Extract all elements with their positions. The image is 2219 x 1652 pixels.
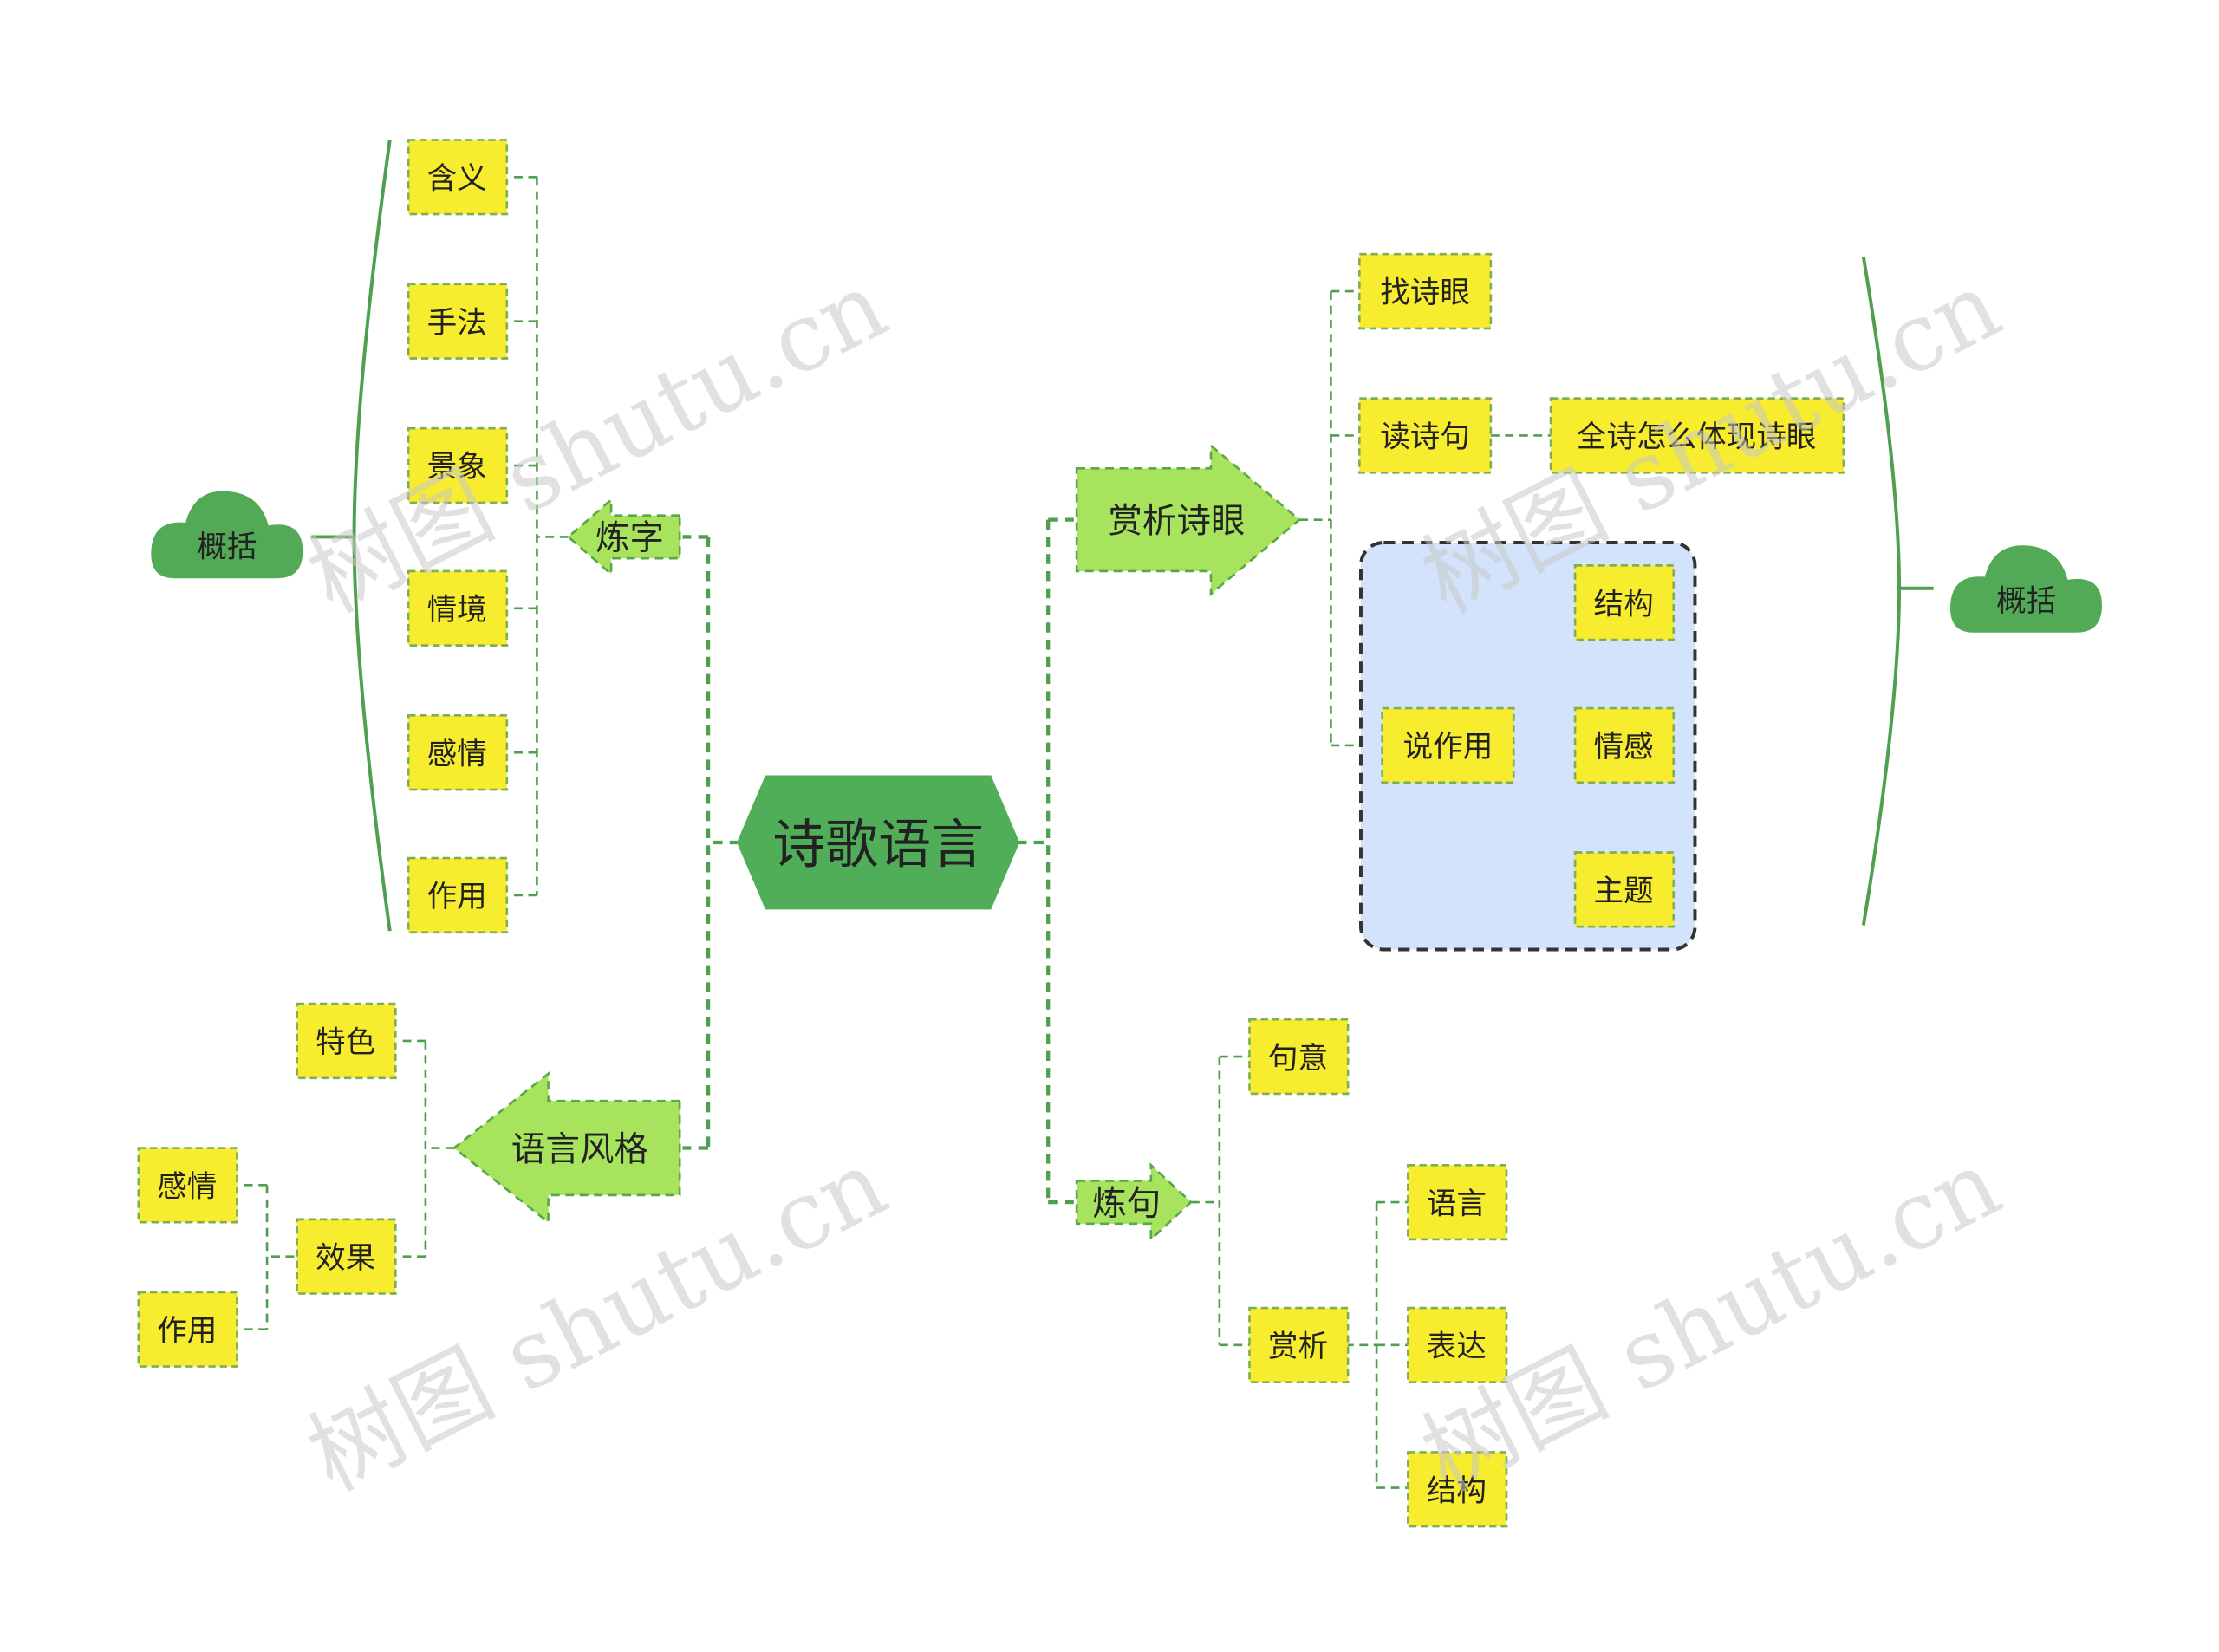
root-node[interactable]: 诗歌语言 — [737, 775, 1020, 910]
root-label: 诗歌语言 — [772, 814, 984, 875]
svg-text:含义: 含义 — [427, 161, 487, 196]
summary-brace-left — [311, 140, 392, 932]
branch-yuyanfengge-label: 语言风格 — [511, 1129, 648, 1169]
leaf-biaoda[interactable]: 表达 — [1407, 1306, 1508, 1384]
summary-cloud-right[interactable]: 概括 — [1950, 545, 2102, 633]
svg-text:作用: 作用 — [427, 880, 487, 914]
svg-text:效果: 效果 — [316, 1241, 375, 1276]
svg-text:概括: 概括 — [1996, 584, 2056, 619]
svg-text:全诗怎么体现诗眼: 全诗怎么体现诗眼 — [1577, 420, 1817, 455]
svg-text:主题: 主题 — [1594, 875, 1654, 909]
branch-lianju-label: 炼句 — [1092, 1184, 1161, 1224]
leaf-ganqing[interactable]: 感情 — [407, 714, 509, 791]
leaf-juyi[interactable]: 句意 — [1248, 1018, 1350, 1096]
leaf-zhaoshiyan[interactable]: 找诗眼 — [1358, 252, 1493, 330]
leaf-yuyan[interactable]: 语言 — [1407, 1163, 1508, 1241]
leaf-qingjing[interactable]: 情境 — [407, 569, 509, 647]
svg-text:情感: 情感 — [1594, 730, 1654, 764]
svg-text:作用: 作用 — [157, 1314, 217, 1349]
leaf-qinggan[interactable]: 情感 — [1573, 706, 1676, 784]
svg-text:找诗眼: 找诗眼 — [1380, 276, 1470, 310]
svg-text:结构: 结构 — [1427, 1473, 1487, 1508]
leaf-hanyi[interactable]: 含义 — [407, 139, 509, 216]
leaf-tese[interactable]: 特色 — [296, 1002, 397, 1080]
cloud-icon — [151, 491, 303, 579]
svg-text:语言: 语言 — [1427, 1187, 1487, 1221]
branch-yuyanfengge[interactable]: 语言风格 — [452, 1071, 681, 1225]
watermarks: 树图 shutu.cn 树图 shutu.cn 树图 shutu.cn 树图 s… — [291, 250, 2016, 1512]
leaf-zhuti[interactable]: 主题 — [1573, 851, 1676, 928]
svg-text:情境: 情境 — [427, 593, 487, 628]
svg-text:赏析: 赏析 — [1268, 1330, 1328, 1364]
highlight-region — [1358, 541, 1697, 952]
leaf-jiegou-2[interactable]: 结构 — [1407, 1451, 1508, 1528]
summary-cloud-left[interactable]: 概括 — [151, 491, 303, 579]
branch-shangxishiyan[interactable]: 赏析诗眼 — [1075, 443, 1302, 597]
leaf-dushiju[interactable]: 读诗句 — [1358, 397, 1493, 474]
leaf-jiegou[interactable]: 结构 — [1573, 564, 1676, 641]
leaf-shuozuoyong[interactable]: 说作用 — [1381, 706, 1515, 784]
branch-lianju[interactable]: 炼句 — [1075, 1162, 1193, 1242]
svg-text:概括: 概括 — [197, 530, 257, 564]
svg-text:树图 shutu.cn: 树图 shutu.cn — [1405, 250, 2016, 634]
svg-text:景象: 景象 — [427, 450, 487, 485]
svg-text:结构: 结构 — [1594, 587, 1654, 621]
svg-text:读诗句: 读诗句 — [1380, 420, 1470, 455]
connectors — [238, 175, 1576, 1489]
leaf-xiaoguo-zuoyong[interactable]: 作用 — [137, 1291, 238, 1368]
svg-text:树图 shutu.cn: 树图 shutu.cn — [291, 250, 902, 634]
leaf-xiaoguo-ganqing[interactable]: 感情 — [137, 1147, 238, 1224]
svg-text:句意: 句意 — [1268, 1041, 1328, 1076]
cloud-icon — [1950, 545, 2102, 633]
leaf-shoufa[interactable]: 手法 — [407, 283, 509, 360]
leaf-xiaoguo[interactable]: 效果 — [296, 1218, 397, 1295]
leaf-shangxi[interactable]: 赏析 — [1248, 1306, 1350, 1384]
svg-text:感情: 感情 — [157, 1170, 217, 1205]
svg-text:手法: 手法 — [427, 306, 487, 341]
leaf-zuoyong[interactable]: 作用 — [407, 856, 509, 934]
svg-text:表达: 表达 — [1427, 1330, 1487, 1364]
leaf-jingxiang[interactable]: 景象 — [407, 426, 509, 504]
svg-text:说作用: 说作用 — [1403, 730, 1493, 764]
branch-lianzi[interactable]: 炼字 — [566, 497, 681, 577]
branch-lianzi-label: 炼字 — [595, 518, 664, 558]
branch-shangxishiyan-label: 赏析诗眼 — [1108, 501, 1245, 541]
svg-text:感情: 感情 — [427, 737, 487, 771]
summary-brace-right — [1861, 257, 1934, 926]
leaf-quanshi[interactable]: 全诗怎么体现诗眼 — [1549, 397, 1845, 474]
svg-text:特色: 特色 — [316, 1025, 375, 1060]
